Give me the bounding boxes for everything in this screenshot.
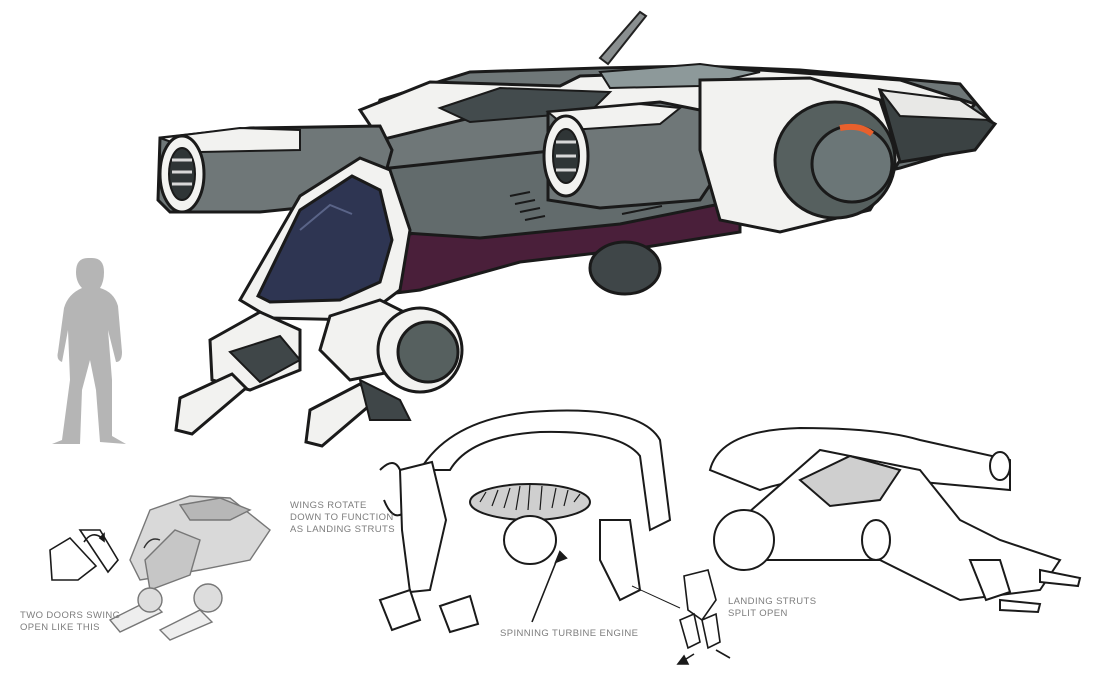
annotation-struts-line1: LANDING STRUTS [728, 596, 817, 607]
annotation-doors-line1: TWO DOORS SWING [20, 610, 121, 621]
annotation-turbine: SPINNING TURBINE ENGINE [500, 628, 638, 640]
annotation-wings-line3: AS LANDING STRUTS [290, 524, 395, 535]
door-sketch [49, 529, 119, 581]
annotation-wings-line2: DOWN TO FUNCTION [290, 512, 394, 523]
main-ship-render [156, 10, 998, 448]
turbine-sketch [378, 409, 681, 634]
annotation-turbine-line1: SPINNING TURBINE ENGINE [500, 628, 639, 639]
annotation-doors: TWO DOORS SWING OPEN LIKE THIS [20, 610, 120, 634]
annotation-struts: LANDING STRUTS SPLIT OPEN [728, 596, 816, 620]
human-scale-silhouette [52, 258, 126, 444]
rear-perspective-sketch [708, 426, 1082, 614]
annotation-wings: WINGS ROTATE DOWN TO FUNCTION AS LANDING… [290, 500, 395, 536]
annotation-doors-line2: OPEN LIKE THIS [20, 622, 100, 633]
strut-detail-sketch [676, 569, 731, 665]
small-ship-sketch [108, 495, 271, 641]
annotation-wings-line1: WINGS ROTATE [290, 500, 367, 511]
annotation-struts-line2: SPLIT OPEN [728, 608, 788, 619]
